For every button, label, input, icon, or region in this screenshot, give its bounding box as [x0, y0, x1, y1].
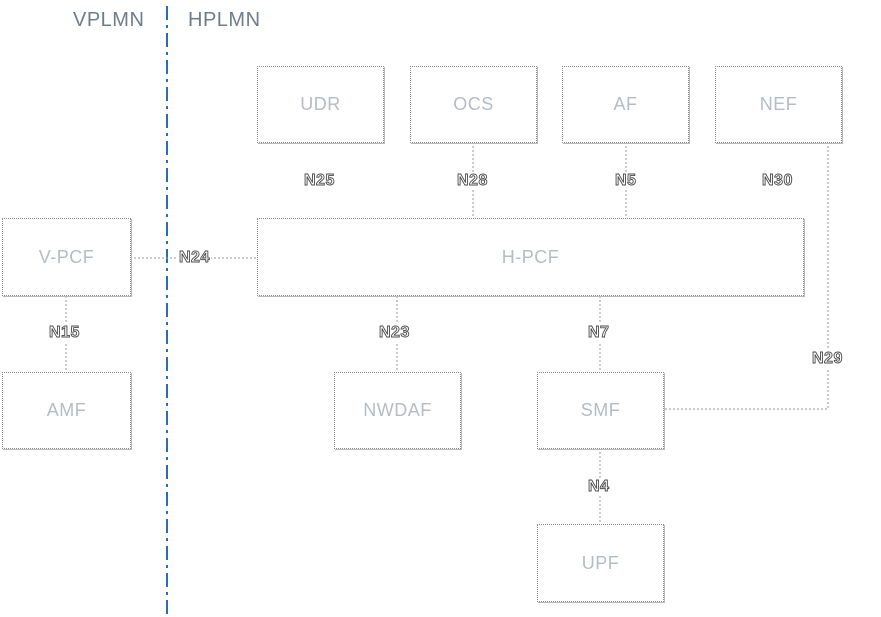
node-hpcf: H-PCF — [257, 218, 804, 296]
iface-n4: N4 — [587, 478, 611, 496]
iface-n5: N5 — [614, 172, 638, 190]
vplmn-label: VPLMN — [73, 9, 145, 31]
iface-n28: N28 — [456, 172, 489, 190]
node-upf-label: UPF — [581, 552, 620, 573]
link-n29 — [664, 142, 829, 410]
node-nwdaf: NWDAF — [334, 372, 461, 449]
hplmn-label: HPLMN — [188, 9, 261, 31]
node-vpcf-label: V-PCF — [38, 246, 95, 267]
iface-n25: N25 — [303, 172, 336, 190]
node-nef-label: NEF — [759, 94, 798, 114]
node-nef: NEF — [715, 66, 842, 143]
node-smf: SMF — [537, 372, 664, 449]
node-udr: UDR — [257, 66, 384, 143]
node-udr-label: UDR — [300, 94, 341, 114]
node-amf: AMF — [2, 372, 131, 449]
iface-n24: N24 — [178, 249, 211, 267]
iface-n15: N15 — [48, 324, 81, 342]
node-amf-label: AMF — [46, 400, 87, 420]
iface-n30: N30 — [761, 172, 794, 190]
node-af-label: AF — [613, 94, 638, 114]
node-ocs-label: OCS — [453, 94, 494, 114]
iface-n7: N7 — [587, 324, 611, 342]
iface-n29: N29 — [811, 350, 844, 368]
node-ocs: OCS — [410, 66, 537, 143]
node-vpcf: V-PCF — [2, 218, 131, 296]
node-smf-label: SMF — [580, 400, 621, 420]
node-af: AF — [562, 66, 689, 143]
node-hpcf-label: H-PCF — [501, 246, 560, 267]
node-nwdaf-label: NWDAF — [363, 400, 432, 420]
iface-n23: N23 — [378, 324, 411, 342]
node-upf: UPF — [537, 524, 664, 602]
